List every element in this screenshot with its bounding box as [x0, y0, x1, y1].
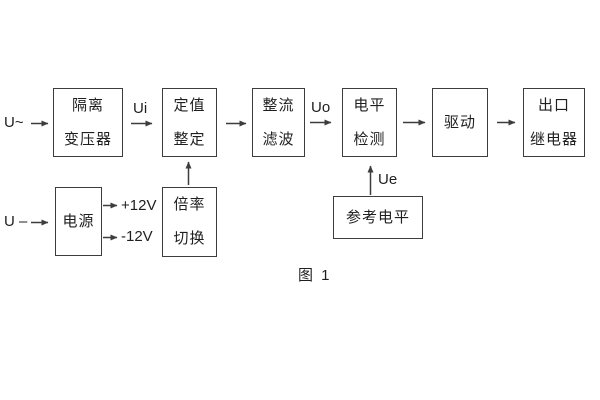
block-label: 定值 [173, 96, 206, 114]
label-plus-12v: +12V [121, 197, 157, 214]
block-label: 继电器 [529, 130, 578, 148]
block-label: 整定 [173, 130, 206, 148]
block-label: 整流 [262, 96, 295, 114]
label-input-dc: U – [4, 213, 28, 230]
block-isolation-transformer: 隔离 变压器 [53, 88, 123, 157]
block-driver: 驱动 [432, 88, 488, 157]
label-signal-uo: Uo [311, 99, 331, 116]
block-label: 检测 [353, 130, 386, 148]
label-minus-12v: -12V [121, 228, 153, 245]
block-label: 变压器 [63, 130, 112, 148]
figure-caption: 图 1 [298, 267, 332, 284]
block-label: 电平 [353, 96, 386, 114]
block-label: 滤波 [262, 130, 295, 148]
block-label: 切换 [173, 230, 206, 247]
block-setting-adjustment: 定值 整定 [162, 88, 217, 157]
block-level-detection: 电平 检测 [342, 88, 397, 157]
block-reference-level: 参考电平 [333, 196, 423, 239]
block-label: 驱动 [443, 113, 476, 131]
block-label: 倍率 [173, 196, 206, 213]
label-input-ac: U~ [4, 114, 24, 131]
block-label: 参考电平 [345, 208, 410, 226]
label-signal-ui: Ui [133, 100, 148, 117]
block-label: 电源 [62, 212, 95, 230]
block-label: 出口 [537, 96, 570, 114]
block-ratio-switch: 倍率 切换 [162, 187, 217, 257]
block-output-relay: 出口 继电器 [523, 88, 585, 157]
label-signal-ue: Ue [378, 171, 398, 188]
block-label: 隔离 [71, 96, 104, 114]
block-power-supply: 电源 [55, 187, 102, 256]
block-rectify-filter: 整流 滤波 [252, 88, 305, 157]
